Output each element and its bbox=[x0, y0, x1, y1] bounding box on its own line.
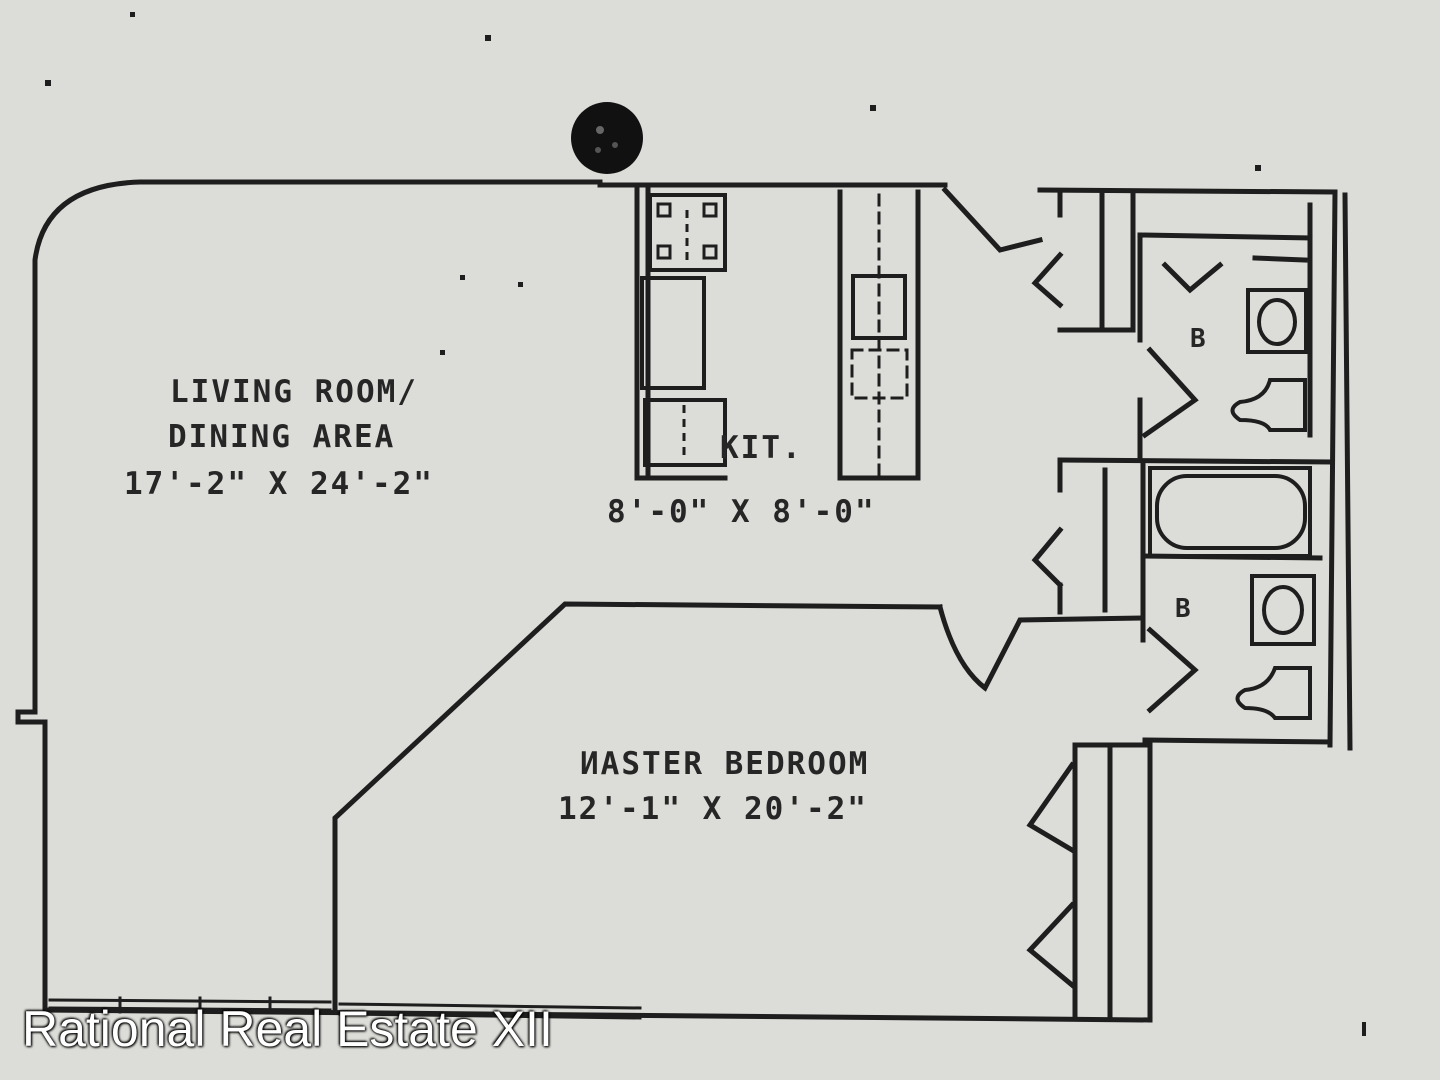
vanity-mark bbox=[1161, 261, 1224, 294]
outer-wall-bottom bbox=[42, 1007, 1153, 1023]
stove-burners bbox=[656, 202, 718, 460]
closet-door-2 bbox=[1031, 526, 1064, 589]
bath-lower-sink bbox=[1250, 574, 1316, 646]
outer-wall-living bbox=[15, 179, 603, 1013]
exterior-column-icon bbox=[571, 102, 643, 174]
bath-lower-toilet bbox=[1235, 666, 1312, 720]
living-room-label: LIVING ROOM/ bbox=[170, 374, 418, 410]
bath-upper-sink bbox=[1246, 288, 1308, 354]
outer-wall-right-upper bbox=[1037, 187, 1338, 748]
bath-upper-door bbox=[1141, 346, 1199, 439]
master-bedroom-label: ИASTER BEDROOM bbox=[580, 746, 869, 782]
sink bbox=[643, 398, 727, 467]
bathtub bbox=[1148, 466, 1312, 558]
outer-wall-far-right bbox=[1342, 192, 1353, 751]
closet-door-3 bbox=[1026, 761, 1076, 854]
entry-door-swing bbox=[941, 186, 1044, 253]
master-bedroom-wall bbox=[332, 601, 943, 1011]
dining-area-label: DINING AREA bbox=[168, 419, 395, 455]
closet-door-1 bbox=[1031, 251, 1064, 309]
master-door-swing bbox=[936, 603, 1143, 692]
bath-lower-label: B bbox=[1175, 594, 1193, 624]
bath-upper-wall bbox=[1137, 232, 1313, 241]
bath-lower-door bbox=[1146, 626, 1199, 714]
living-room-dimensions: 17'-2" X 24'-2" bbox=[124, 466, 434, 502]
bath-upper-label: B bbox=[1190, 324, 1208, 354]
window-strip bbox=[48, 996, 642, 1020]
counter bbox=[640, 276, 706, 390]
bath-upper-toilet bbox=[1230, 378, 1307, 432]
closet-door-4 bbox=[1026, 901, 1076, 989]
watermark-text: Rational Real Estate XII bbox=[22, 1001, 553, 1057]
kitchen-label: KIT. bbox=[720, 430, 803, 466]
master-bedroom-dimensions: 12'-1" X 20'-2" bbox=[558, 791, 868, 827]
stove bbox=[648, 193, 727, 272]
drawing-specks bbox=[45, 12, 1366, 1036]
kitchen-dimensions: 8'-0" X 8'-0" bbox=[607, 494, 876, 530]
